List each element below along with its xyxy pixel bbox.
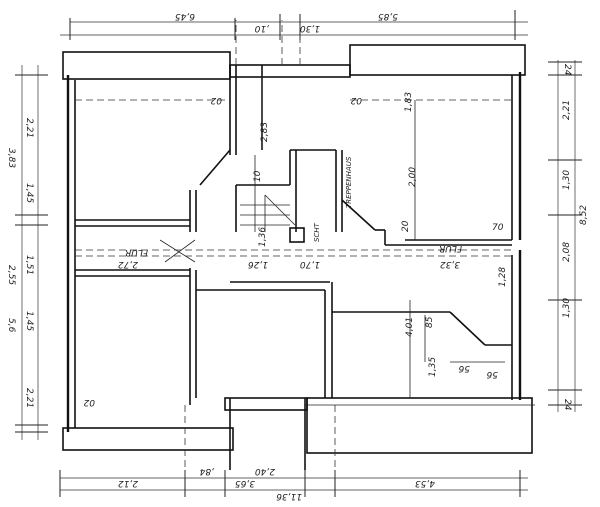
roof-overhang-bottom — [62, 397, 535, 454]
left-dim-top: 2,21 — [24, 118, 34, 138]
room-labels: FLUR FLUR TREPPENHAUS SCHT — [125, 156, 462, 257]
right-dim-mid: 1,30 — [562, 170, 572, 190]
top-dim-stair-a: ,10 — [254, 23, 269, 33]
reference-lines — [75, 20, 512, 480]
dim-136: 1,36 — [258, 227, 268, 247]
left-dimension-chain: 2,21 3,83 1,45 1,51 2,55 1,45 5,6 2,21 — [6, 65, 48, 440]
right-dim-b: 24 — [562, 399, 572, 411]
dim-02-c: 02 — [83, 397, 95, 407]
right-dim-low: 2,08 — [562, 242, 572, 262]
dim-20: 20 — [401, 220, 411, 232]
interior-dimensions: 2,83 1,83 2,00 1,36 4,01 1,35 1,28 56 56… — [83, 92, 508, 407]
right-dim-a: 24 — [562, 64, 572, 76]
top-dimension-chain: 6,45 5,85 ,10 1,30 — [60, 10, 528, 40]
left-dim-a: 3,83 — [6, 148, 16, 168]
left-dim-f: 5,6 — [6, 318, 16, 333]
dim-02-b: 02 — [350, 95, 362, 105]
dim-56a: 56 — [458, 363, 470, 373]
bottom-dim-mid-a: 2,40 — [255, 466, 275, 476]
bottom-dim-left: 2,12 — [118, 478, 138, 488]
left-dim-e: 2,21 — [24, 388, 34, 408]
bottom-dim-right: 4,53 — [415, 478, 435, 488]
dim-10: 10 — [253, 170, 263, 182]
bottom-dim-overall: 11,36 — [276, 491, 302, 501]
left-dim-g: 2,55 — [6, 265, 16, 285]
dim-56b: 56 — [486, 369, 498, 379]
right-dimension-chain: 24 2,21 1,30 8,52 2,08 1,30 24 — [548, 60, 589, 412]
label-schacht: SCHT — [313, 222, 321, 242]
interior-walls — [75, 65, 512, 470]
label-flur-right: FLUR — [439, 243, 462, 253]
label-flur-left: FLUR — [125, 247, 148, 257]
bottom-dim-center: 3,65 — [235, 478, 255, 488]
dim-70: 70 — [492, 223, 504, 233]
dim-283: 2,83 — [260, 122, 270, 142]
left-dim-b: 1,45 — [24, 183, 34, 203]
right-dim-overall: 8,52 — [579, 205, 589, 225]
top-dim-left: 6,45 — [175, 11, 195, 21]
top-dim-right: 5,85 — [378, 11, 398, 21]
dim-02-a: 02 — [210, 95, 222, 105]
right-dim-bottom: 1,30 — [562, 298, 572, 318]
dim-272: 2,72 — [118, 259, 138, 269]
dim-126: 1,26 — [248, 259, 268, 269]
bottom-dimension-chain: 2,12 3,65 2,40 ,84 4,53 11,36 — [59, 466, 528, 501]
exterior-walls — [66, 72, 522, 432]
dim-135: 1,35 — [428, 357, 438, 377]
dim-128: 1,28 — [498, 267, 508, 287]
dim-85: 85 — [425, 316, 435, 328]
dim-401: 4,01 — [405, 317, 415, 337]
label-treppenhaus: TREPPENHAUS — [345, 156, 353, 208]
dim-200: 2,00 — [408, 167, 418, 187]
top-dim-stair-b: 1,30 — [300, 23, 320, 33]
dim-170: 1,70 — [300, 259, 320, 269]
dim-183: 1,83 — [404, 92, 414, 112]
right-dim-top: 2,21 — [562, 100, 572, 120]
roof-overhang-top — [62, 44, 526, 80]
bottom-dim-mid-b: ,84 — [199, 466, 214, 476]
left-dim-c: 1,51 — [24, 255, 34, 275]
left-dim-d: 1,45 — [24, 311, 34, 331]
dim-332: 3,32 — [440, 259, 460, 269]
